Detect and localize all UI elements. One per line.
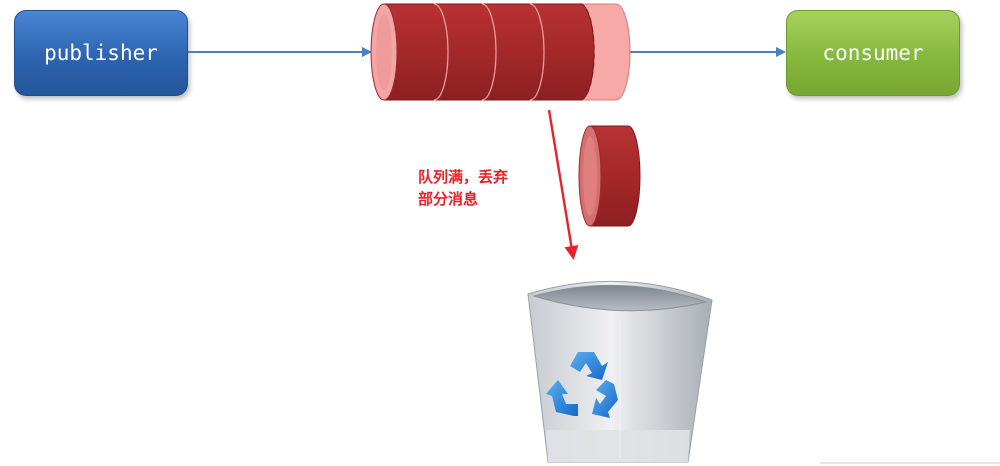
consumer-label: consumer [822,41,924,65]
consumer-node: consumer [786,10,960,96]
queue-full-caption: 队列满，丢弃 部分消息 [418,166,568,210]
drop-arrow [547,109,579,260]
recycle-bin-icon [527,280,713,463]
message-queue [370,3,631,101]
divider [820,462,1000,464]
publisher-node: publisher [14,10,188,96]
dropped-message [578,125,641,227]
recycle-symbol-icon [546,352,618,418]
caption-line-1: 队列满，丢弃 [418,168,509,186]
publisher-label: publisher [44,41,158,65]
caption-line-2: 部分消息 [418,190,479,208]
